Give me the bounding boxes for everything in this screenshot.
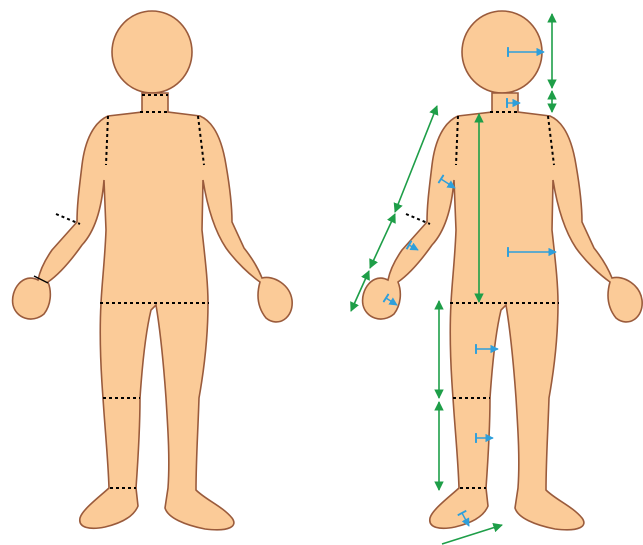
left-figure	[13, 11, 293, 530]
forearm-length-arrow	[370, 214, 395, 268]
right-figure	[363, 11, 643, 530]
